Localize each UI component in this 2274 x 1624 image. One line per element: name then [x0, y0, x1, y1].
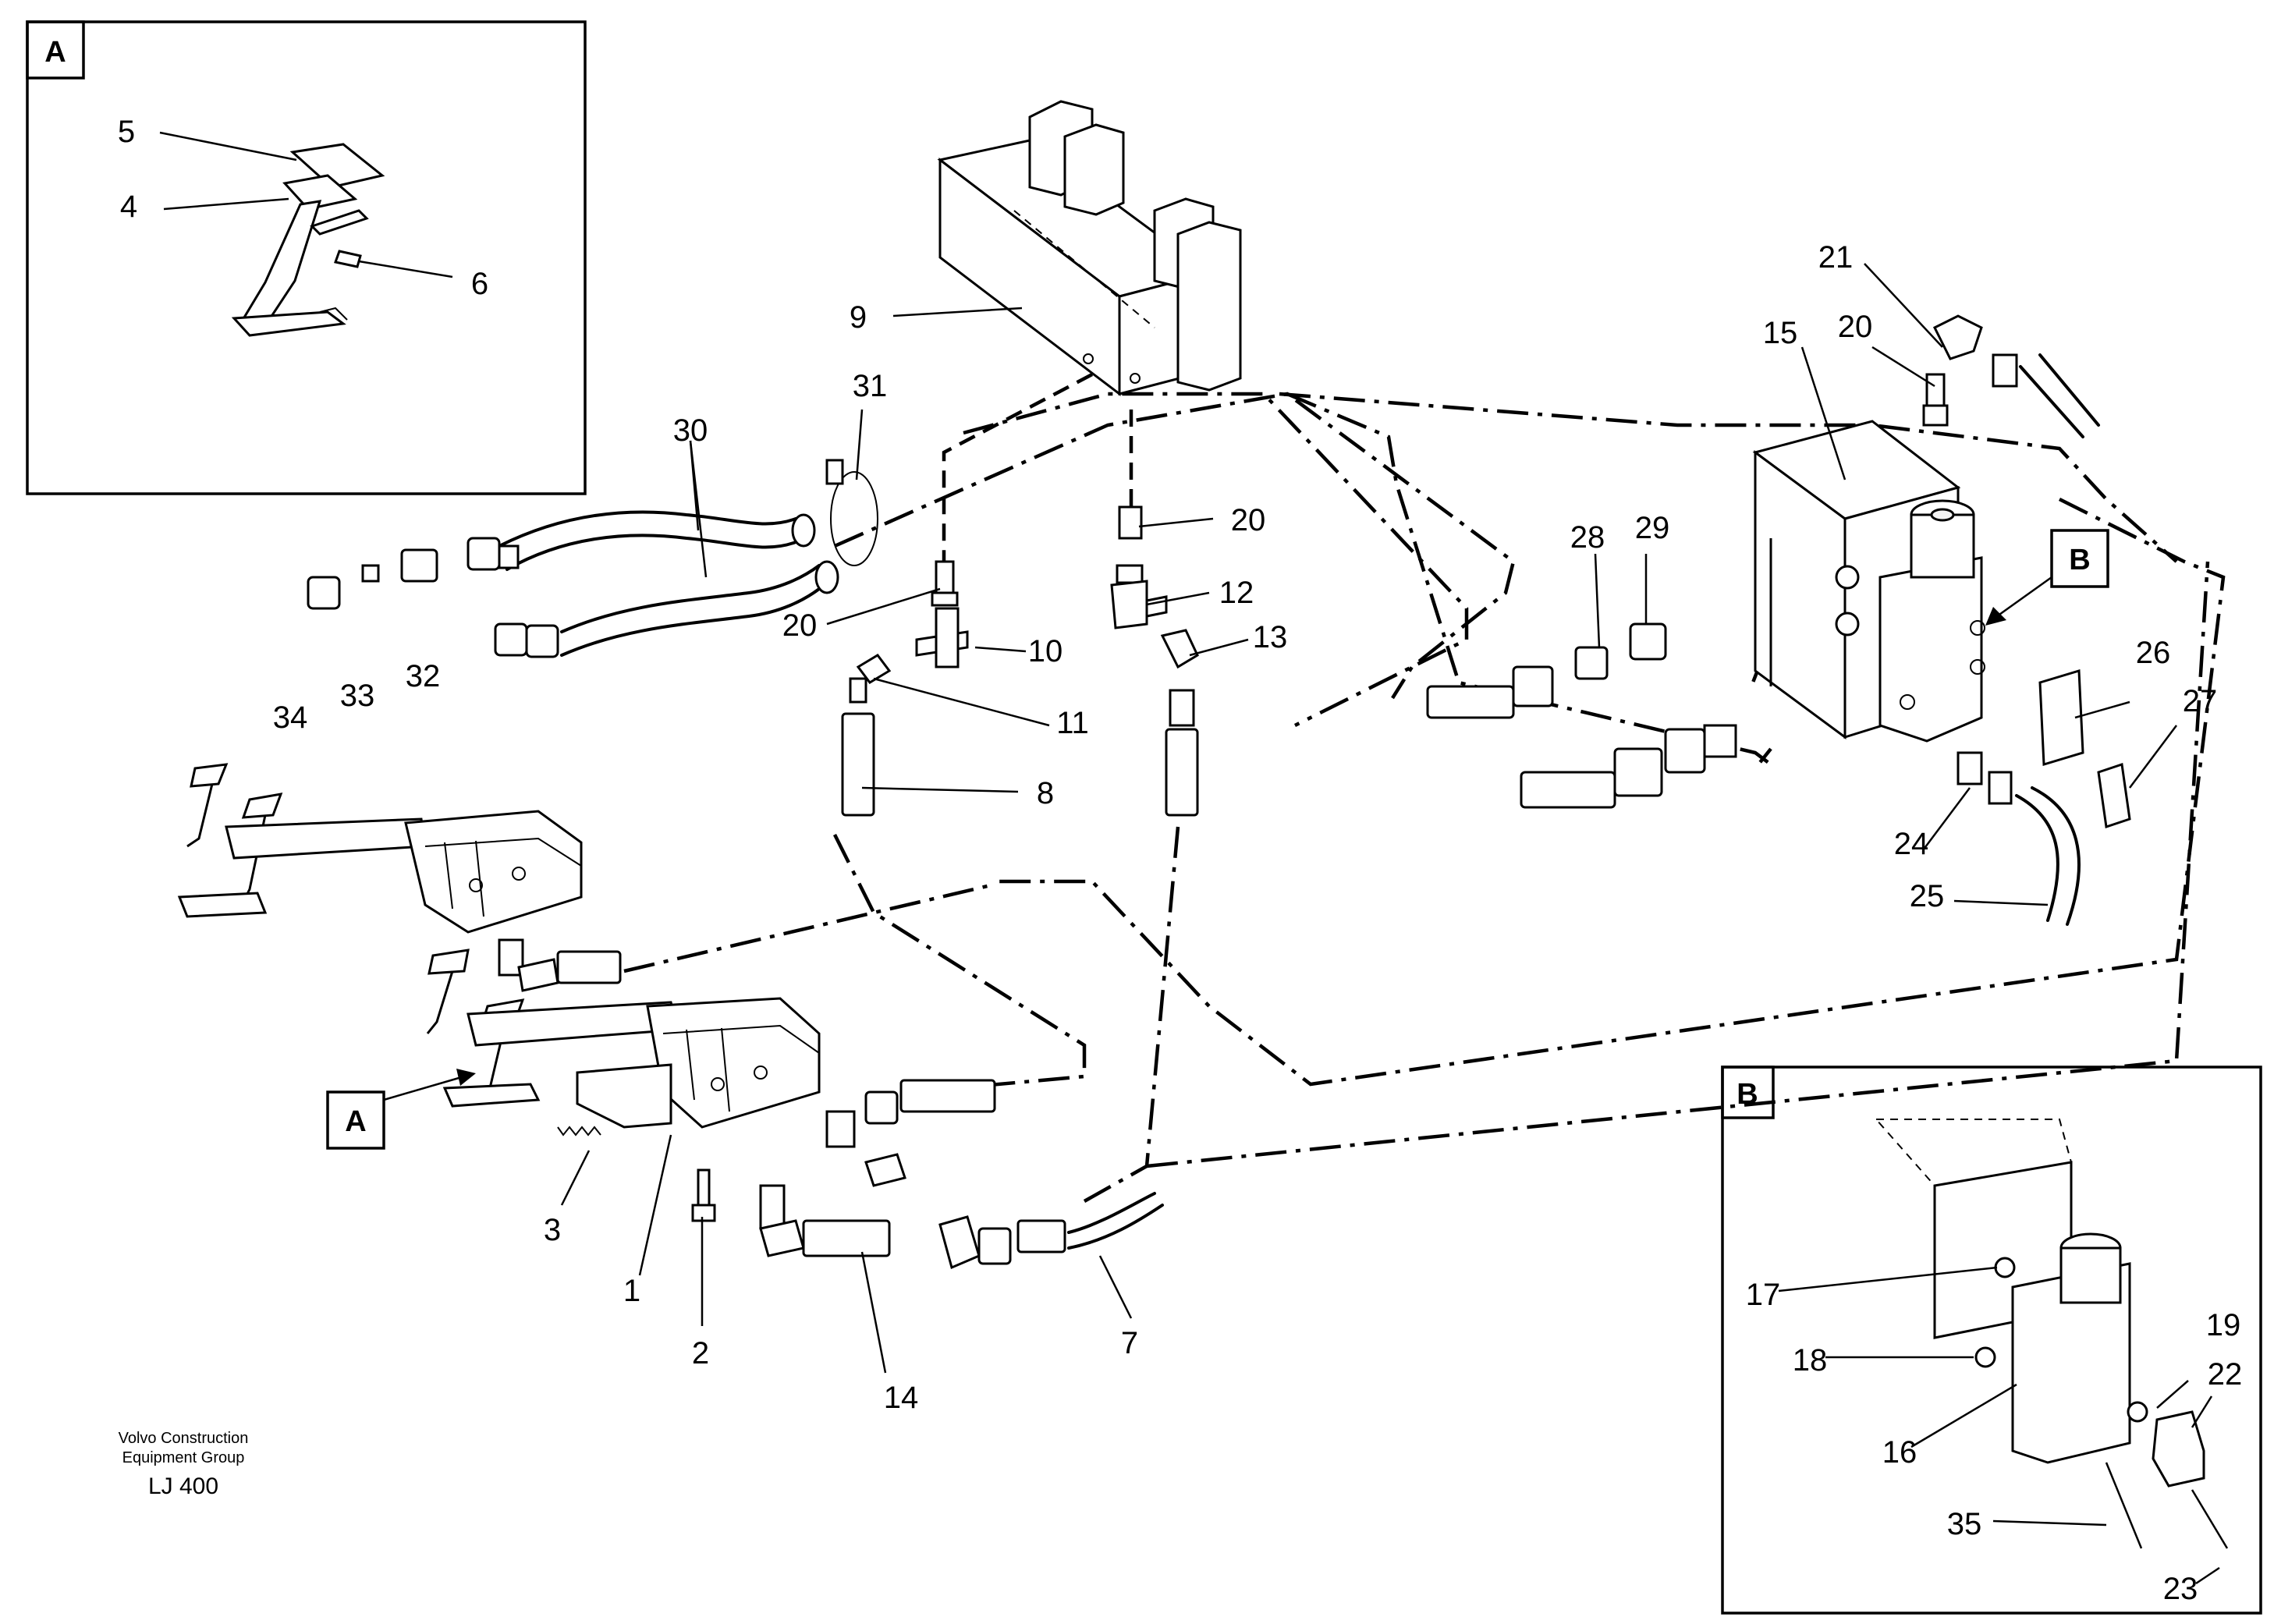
part-label: 8 [1037, 776, 1054, 810]
part-label: 20 [1838, 310, 1873, 344]
part-label: 1 [623, 1274, 640, 1308]
part-label: 22 [2208, 1357, 2243, 1392]
detail-b-frame: B [1721, 1066, 2262, 1615]
part-label: 17 [1746, 1278, 1781, 1312]
part-label: 9 [850, 300, 867, 335]
part-label: 18 [1793, 1343, 1828, 1378]
part-label: 24 [1894, 827, 1929, 861]
part-label: 30 [673, 413, 708, 448]
part-label: 20 [782, 608, 818, 643]
part-label: 25 [1910, 879, 1945, 913]
part-label: 4 [120, 190, 137, 224]
part-label: 7 [1121, 1326, 1138, 1360]
part-label: 35 [1947, 1507, 1982, 1541]
pedal-assembly-lower [426, 949, 821, 1222]
part-label: 21 [1818, 240, 1854, 275]
detail-a-frame: A [26, 20, 587, 495]
part-label: 6 [471, 267, 488, 301]
part-label: 31 [853, 369, 888, 403]
fittings [307, 314, 2131, 1270]
part-label: 11 [1056, 706, 1089, 740]
part-label: 13 [1253, 620, 1288, 654]
svg-text:A: A [345, 1105, 366, 1138]
component-15-valve [1752, 420, 1985, 743]
callout-b: B [1985, 529, 2109, 626]
part-label: 2 [692, 1336, 709, 1370]
part-label: 23 [2163, 1572, 2198, 1606]
part-label: 33 [340, 679, 375, 713]
part-labels: 1 2 3 4 5 6 7 8 9 10 11 12 13 14 15 16 1… [118, 115, 2242, 1606]
part-label: 14 [884, 1381, 919, 1415]
pedal-assembly-upper [177, 763, 583, 934]
footer-line-2: Equipment Group [122, 1449, 245, 1466]
part-label: 3 [544, 1213, 561, 1247]
footer-line-1: Volvo Construction [119, 1430, 249, 1447]
part-label: 26 [2136, 636, 2171, 670]
detail-a-label: A [44, 36, 66, 69]
part-label: 32 [406, 659, 441, 693]
part-label: 28 [1570, 520, 1605, 555]
svg-text:B: B [2069, 544, 2090, 576]
component-9-box [937, 100, 1242, 397]
part-label: 16 [1882, 1435, 1917, 1470]
part-label: 34 [273, 700, 308, 735]
footer-caption: Volvo Construction Equipment Group LJ 40… [119, 1430, 249, 1499]
callout-a: A [326, 1069, 476, 1150]
part-label: 19 [2206, 1308, 2241, 1342]
part-label: 15 [1763, 316, 1798, 350]
hydraulic-lines [623, 373, 2226, 1203]
part-label: 12 [1219, 576, 1254, 610]
part-label: 29 [1635, 511, 1670, 545]
footer-code: LJ 400 [148, 1473, 218, 1499]
part-label: 27 [2183, 684, 2218, 718]
part-label: 10 [1028, 634, 1063, 668]
part-label: 20 [1231, 503, 1266, 537]
part-label: 5 [118, 115, 135, 149]
leader-lines [560, 263, 2177, 1374]
